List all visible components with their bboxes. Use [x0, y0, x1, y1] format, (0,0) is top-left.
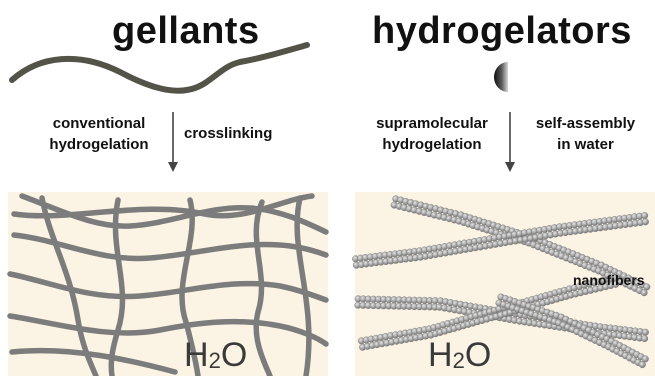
right-arrow: [505, 112, 515, 172]
left-water-prefix: H: [184, 336, 209, 374]
left-step-method-line2: hydrogelation: [49, 136, 149, 153]
nanofibers: [352, 195, 651, 369]
nanofibers-label: nanofibers: [573, 272, 645, 288]
right-step-process-line1: self-assembly: [535, 115, 636, 132]
nanofiber-bead: [641, 355, 649, 363]
right-water-suffix: O: [464, 336, 492, 374]
left-water-subscript: 2: [208, 348, 221, 373]
nanofiber-bead: [641, 328, 649, 336]
left-arrow: [168, 112, 178, 172]
nanofiber-bead: [641, 335, 649, 343]
right-step-method-line2: hydrogelation: [382, 136, 482, 153]
left-water-label: H2O: [184, 336, 247, 375]
polymer-strand: [9, 42, 310, 94]
nanofiber-bead: [643, 283, 651, 291]
nanofiber-bead: [638, 361, 646, 369]
left-panel-title: gellants: [112, 10, 260, 52]
left-step-method: conventional hydrogelation: [32, 113, 166, 155]
right-water-subscript: 2: [452, 348, 465, 373]
nanofiber-bead: [641, 218, 649, 226]
nanofiber-bead: [640, 289, 648, 297]
left-water-suffix: O: [220, 336, 248, 374]
left-step-method-line1: conventional: [52, 115, 146, 132]
nanofiber: [495, 293, 649, 369]
right-panel-title: hydrogelators: [372, 10, 632, 52]
right-step-method-line1: supramolecular: [376, 115, 488, 132]
crosslinked-network: [7, 193, 329, 376]
half-sphere-gradient-icon: [494, 62, 508, 92]
right-step-process-line2: in water: [557, 136, 614, 153]
right-water-label: H2O: [428, 336, 491, 375]
nanofiber-bead: [641, 211, 649, 219]
left-step-process: crosslinking: [184, 125, 273, 142]
right-water-prefix: H: [428, 336, 453, 374]
right-step-process: self-assembly in water: [516, 113, 655, 155]
nanofiber: [352, 211, 649, 269]
right-step-method: supramolecular hydrogelation: [360, 113, 504, 155]
nanofiber-bead: [612, 280, 620, 288]
